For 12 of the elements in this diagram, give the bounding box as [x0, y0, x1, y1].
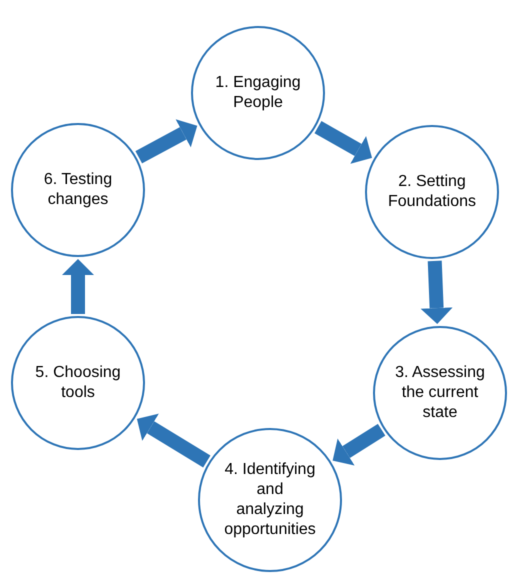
- block-arrow: [135, 119, 198, 164]
- step-label: 4. Identifying and analyzing opportunities: [223, 460, 317, 540]
- block-arrow: [314, 121, 372, 164]
- block-arrow: [420, 260, 453, 324]
- step-label: 2. Setting Foundations: [386, 172, 478, 212]
- step-label: 3. Assessing the current state: [394, 363, 486, 423]
- block-arrow: [332, 424, 386, 466]
- block-arrow: [136, 414, 210, 468]
- step-label: 5. Choosing tools: [34, 363, 122, 403]
- step-label: 1. Engaging People: [214, 73, 302, 113]
- block-arrow: [62, 259, 94, 314]
- step-label: 6. Testing changes: [42, 170, 114, 210]
